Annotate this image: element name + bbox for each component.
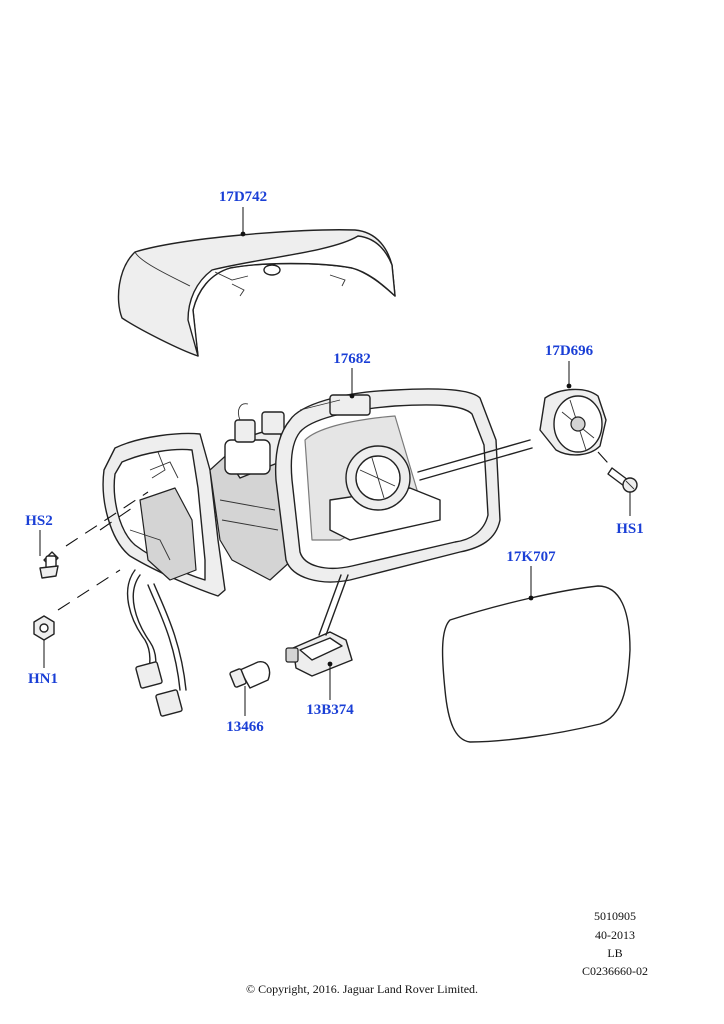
bulb (229, 661, 271, 689)
label-nut-hn1: HN1 (28, 671, 58, 687)
mirror-base-bracket (102, 432, 226, 597)
wiring-harness (127, 569, 187, 717)
mirror-actuator (539, 388, 607, 456)
puddle-lamp (285, 631, 353, 677)
screw-hs2 (39, 551, 59, 579)
reference-line-1: 5010905 (594, 909, 636, 923)
mirror-glass (441, 585, 631, 743)
copyright-notice: © Copyright, 2016. Jaguar Land Rover Lim… (245, 982, 479, 996)
label-screw-hs2: HS2 (25, 513, 53, 529)
nut-hn1 (33, 615, 55, 641)
reference-line-2: 40-2013 (595, 928, 635, 942)
mirror-cover (117, 229, 396, 357)
label-actuator: 17D696 (545, 343, 594, 359)
mirror-housing (274, 388, 501, 583)
label-screw-hs1: HS1 (616, 521, 644, 537)
label-bulb: 13466 (226, 719, 264, 735)
reference-line-4: C0236660-02 (582, 964, 648, 978)
label-glass: 17K707 (506, 549, 556, 565)
screw-hs1 (597, 451, 638, 493)
label-mirror-assembly: 17682 (333, 351, 371, 367)
label-lamp: 13B374 (306, 702, 354, 718)
label-cover: 17D742 (219, 189, 267, 205)
reference-line-3: LB (607, 946, 623, 960)
